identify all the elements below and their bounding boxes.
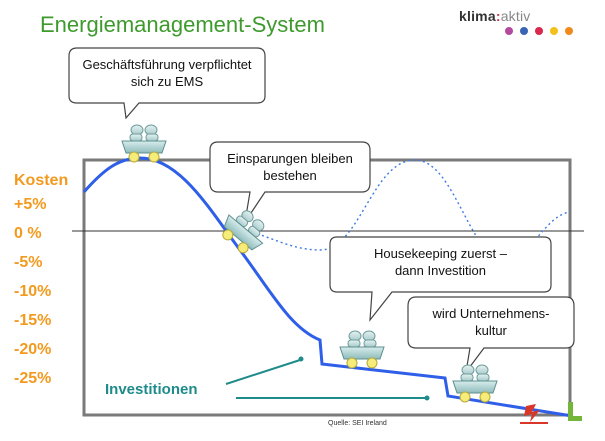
logo-text-light: aktiv — [500, 8, 531, 24]
y-axis-title: Kosten — [14, 172, 69, 189]
callout-line: dann Investition — [394, 263, 487, 278]
callout-bubble-4 — [407, 296, 575, 373]
logo-colon: : — [495, 8, 501, 24]
callout-line: kultur — [475, 323, 507, 338]
callout-line: sich zu EMS — [130, 74, 204, 89]
source-note: Quelle: SEI Ireland — [328, 420, 387, 427]
callout-line: bestehen — [263, 168, 317, 183]
partner-logo-icon — [520, 404, 548, 424]
logo-dot-red — [535, 27, 543, 35]
callout-line: Geschäftsführung verpflichtet — [82, 57, 252, 72]
logo-dot-orange — [565, 27, 573, 35]
logo-text-bold: klima — [459, 8, 496, 24]
callout-text-1: Geschäftsführung verpflichtet sich zu EM… — [69, 56, 265, 90]
callout-text-2: Einsparungen bleiben bestehen — [210, 150, 370, 184]
cost-curve — [82, 156, 573, 418]
page-title: Energiemanagement-System — [40, 12, 325, 37]
callout-line: Housekeeping zuerst – — [374, 246, 507, 261]
cart-icon-1 — [121, 124, 167, 163]
callout-bubble-3 — [329, 236, 552, 322]
y-tick-label: -25% — [14, 370, 52, 387]
y-tick-label: 0 % — [14, 225, 42, 242]
logo-dot-yellow — [550, 27, 558, 35]
investment-dot-2 — [424, 395, 430, 401]
callout-bubble-2 — [209, 141, 371, 223]
y-tick-label: -20% — [14, 341, 52, 358]
cart-icon-4 — [452, 364, 498, 403]
cart-icon-3 — [339, 330, 385, 369]
klimaaktiv-logo: klima:aktiv — [459, 8, 530, 24]
investment-dot-1 — [298, 356, 304, 362]
callout-line: Einsparungen bleiben — [227, 151, 353, 166]
l-logo-icon — [568, 402, 582, 421]
y-tick-label: -5% — [14, 254, 43, 271]
callout-text-4: wird Unternehmens- kultur — [408, 305, 574, 339]
investment-pointer-1 — [225, 359, 301, 385]
investment-label: Investitionen — [105, 381, 198, 398]
logo-dot-blue — [520, 27, 528, 35]
y-tick-label: +5% — [14, 196, 47, 213]
logo-dot-purple — [505, 27, 513, 35]
callout-bubble-1 — [68, 47, 266, 120]
y-tick-label: -15% — [14, 312, 52, 329]
y-tick-label: -10% — [14, 283, 52, 300]
savings-sustained-curve — [237, 159, 571, 261]
callout-line: wird Unternehmens- — [432, 306, 550, 321]
callout-text-3: Housekeeping zuerst – dann Investition — [330, 245, 551, 279]
